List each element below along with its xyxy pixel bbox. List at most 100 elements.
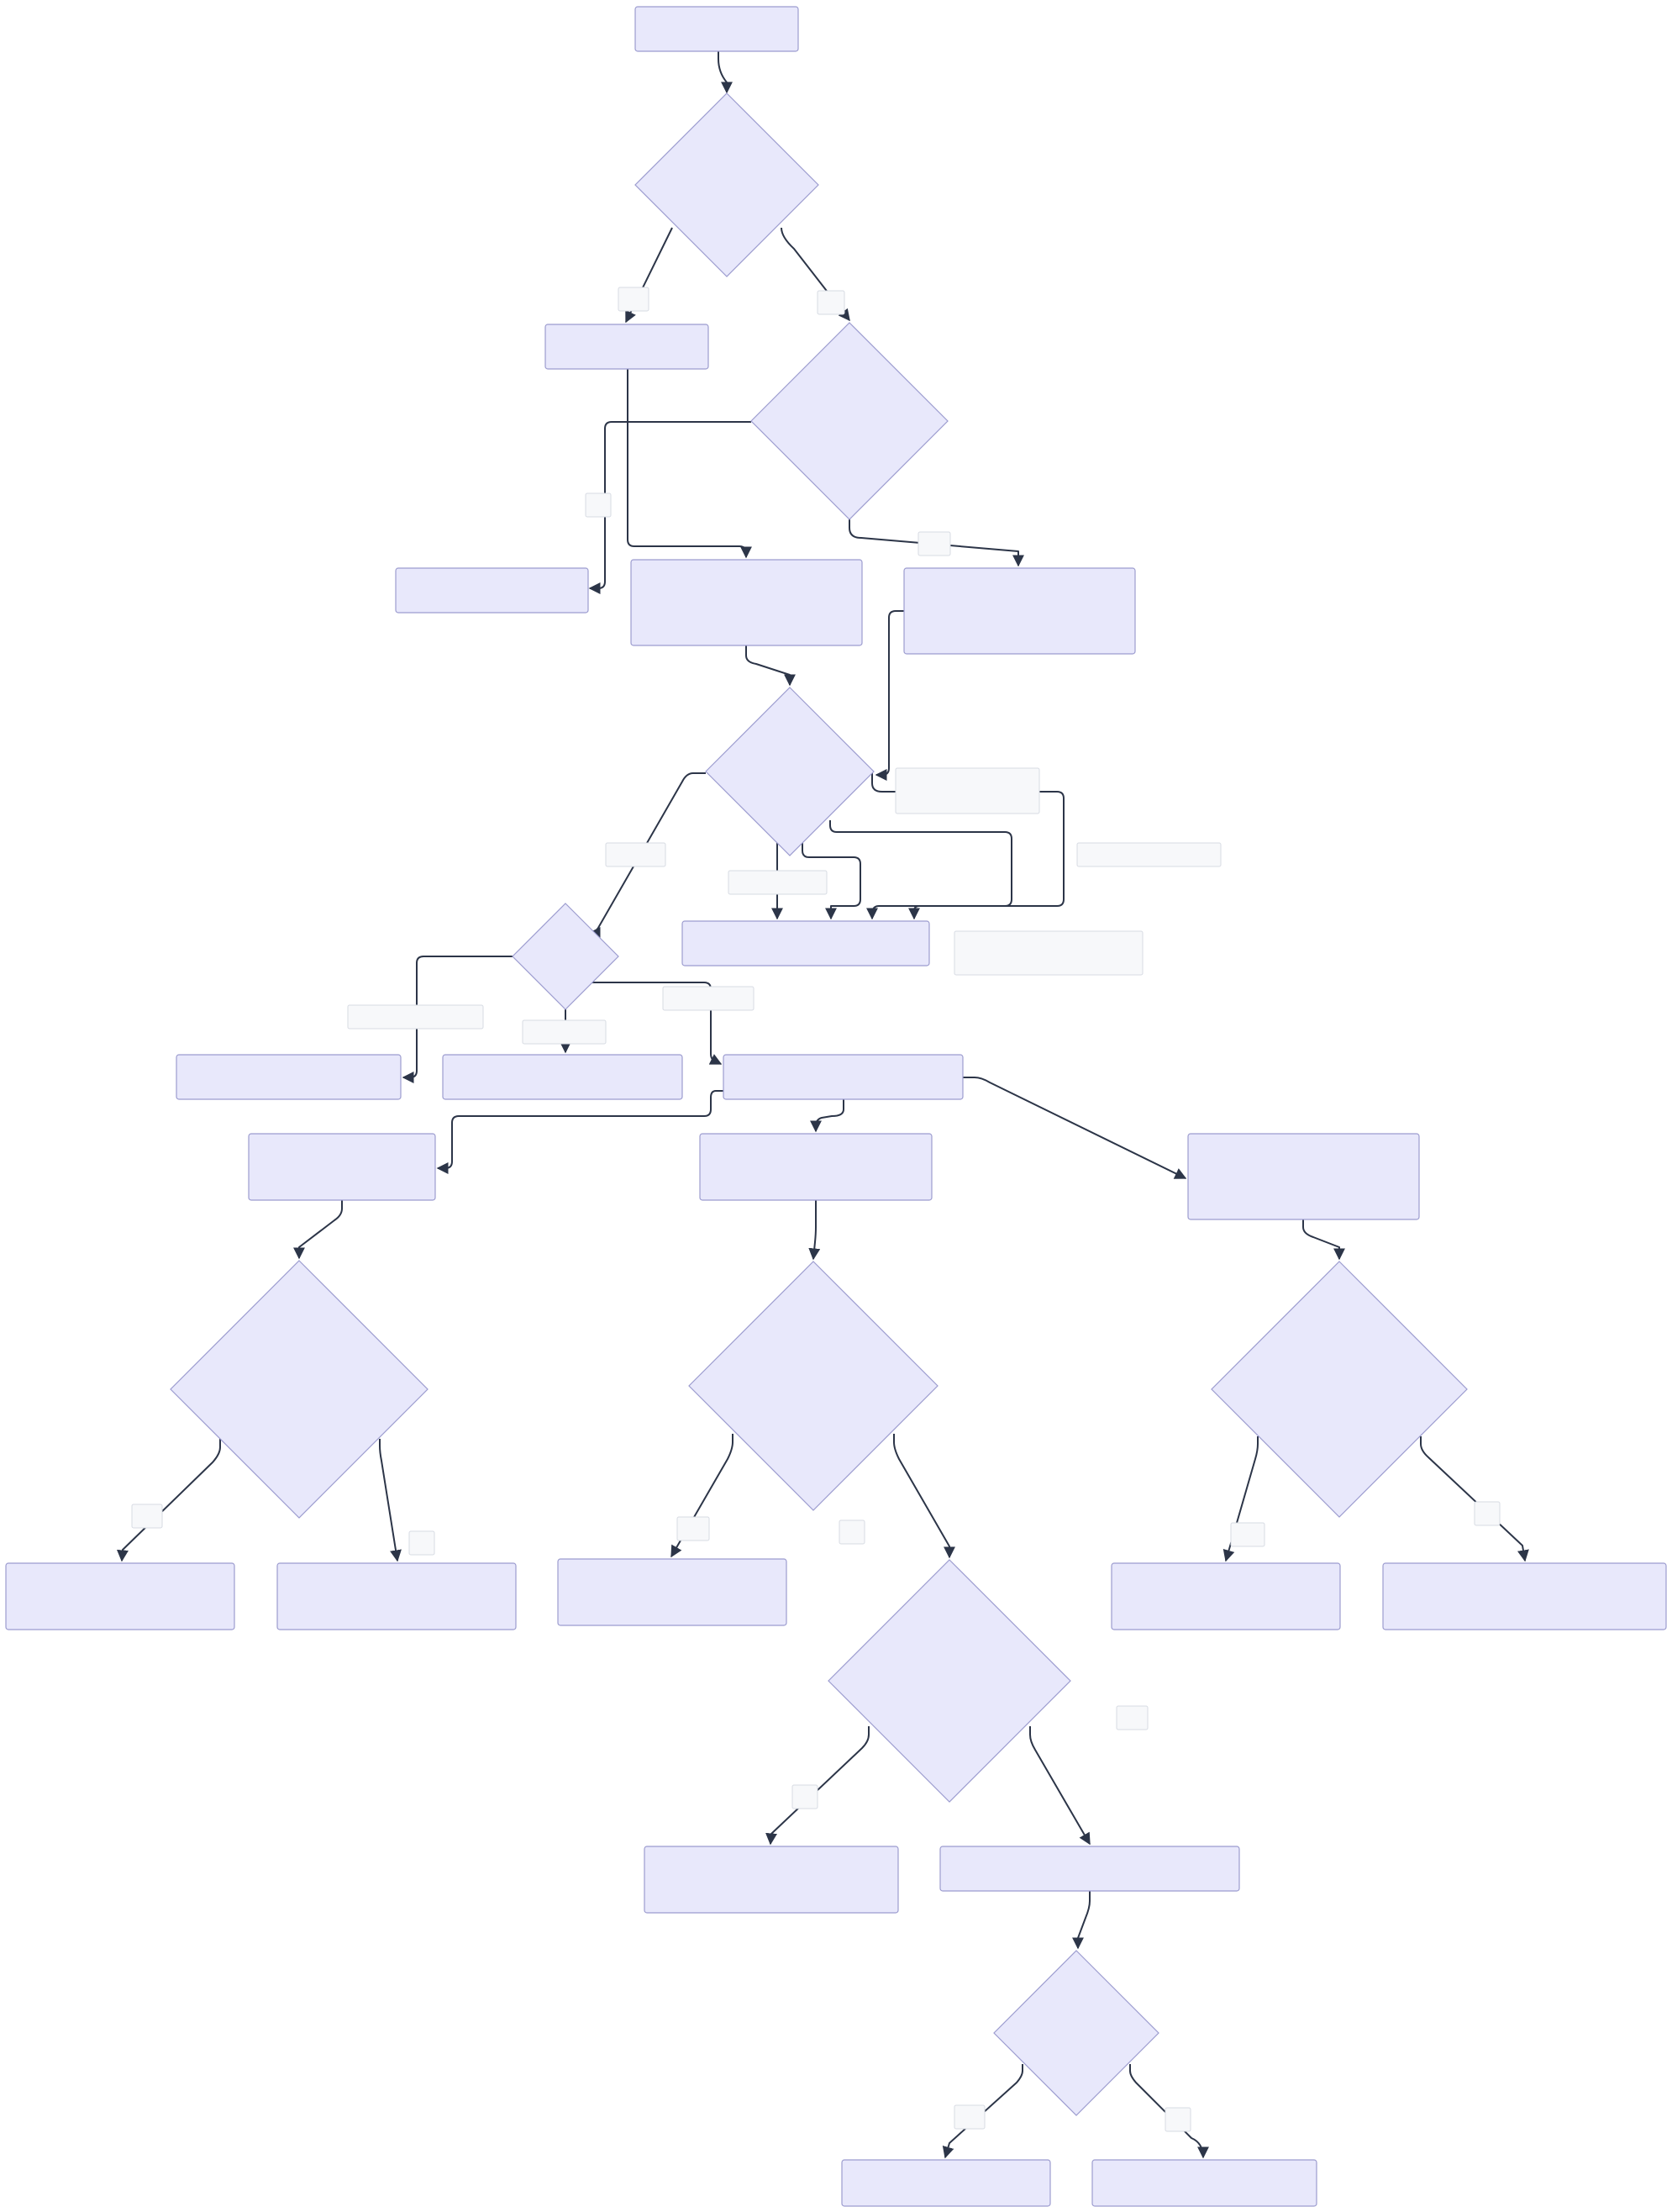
process-box: [544, 324, 709, 370]
edge-label-box: [1474, 1501, 1501, 1526]
process-box: [276, 1562, 517, 1630]
edge-label-box: [131, 1504, 163, 1529]
nodes-layer: [5, 6, 1667, 2207]
edge-d5-to-r_e2: [379, 1439, 402, 1562]
process-node-r_b1: [176, 1054, 402, 1100]
edge-d8-to-r_f2: [1029, 1726, 1091, 1846]
process-box: [903, 567, 1136, 655]
edge-label-box: [605, 842, 666, 867]
process-node-r_c3: [1187, 1133, 1420, 1220]
edge-label-box: [1076, 842, 1222, 867]
process-node-r_hub: [723, 1054, 964, 1100]
process-box: [1111, 1562, 1341, 1630]
decision-diamond: [688, 1261, 939, 1511]
process-node-r_g1: [841, 2159, 1051, 2207]
edge-label: [676, 1516, 710, 1541]
edge-label: [347, 1004, 484, 1030]
decision-node-d7: [1211, 1261, 1468, 1518]
decision-node-d5: [170, 1260, 429, 1519]
edge-r_hub-to-r_c1: [436, 1090, 723, 1174]
process-box: [939, 1846, 1240, 1892]
process-node-r_e5: [1382, 1562, 1667, 1630]
edge-d9-to-r_g1: [942, 2064, 1023, 2159]
decision-diamond: [993, 1950, 1159, 2116]
edge-label-box: [408, 1530, 435, 1556]
edge-label: [662, 986, 755, 1011]
edge-label: [1076, 842, 1222, 867]
edge-label-box: [791, 1784, 818, 1809]
edge-r_f2-to-d9: [1072, 1891, 1091, 1950]
edge-label-box: [954, 2104, 986, 2130]
decision-node-d2: [750, 322, 949, 520]
process-box: [176, 1054, 402, 1100]
edge-d6-to-r_e3: [670, 1434, 733, 1558]
edge-label: [954, 930, 1144, 976]
edge-label: [728, 870, 828, 895]
decision-diamond: [170, 1260, 429, 1519]
edge-d7-to-r_e5: [1420, 1436, 1529, 1562]
edge-label-box: [917, 531, 951, 556]
edge-label: [522, 1019, 607, 1045]
edge-label-box: [618, 287, 649, 312]
edge-label: [1230, 1522, 1265, 1547]
edge-label-box: [347, 1004, 484, 1030]
edge-d2-to-r_right: [849, 519, 1024, 567]
process-node-r_e1: [5, 1562, 235, 1630]
process-node-r_c1: [248, 1133, 436, 1201]
decision-diamond: [1211, 1261, 1468, 1518]
process-box: [1187, 1133, 1420, 1220]
edge-d3-to-r_target: [802, 843, 861, 920]
process-node-r_mid: [630, 559, 863, 646]
edge-label: [585, 492, 612, 518]
edge-d5-to-r_e1: [116, 1439, 221, 1562]
decision-diamond: [828, 1559, 1071, 1803]
decision-node-d4: [512, 903, 619, 1010]
edge-d6-to-d8: [893, 1434, 955, 1559]
process-node-a1: [544, 324, 709, 370]
edge-labels-layer: [131, 287, 1501, 2132]
decision-node-d1: [634, 92, 819, 277]
edge-label: [1165, 2107, 1191, 2132]
process-node-r_g2: [1091, 2159, 1317, 2207]
edge-label-box: [522, 1019, 607, 1045]
process-box: [248, 1133, 436, 1201]
edge-d1-to-d2: [781, 227, 850, 322]
process-node-r_b2: [442, 1054, 683, 1100]
edge-r_hub-to-r_c2: [810, 1099, 844, 1133]
process-box: [841, 2159, 1051, 2207]
process-box: [723, 1054, 964, 1100]
edge-label: [895, 767, 1040, 814]
process-node-r_e4: [1111, 1562, 1341, 1630]
process-box: [630, 559, 863, 646]
edge-d3-to-r_target: [871, 772, 1065, 920]
process-node-r_right: [903, 567, 1136, 655]
edge-label: [954, 2104, 986, 2130]
process-box: [5, 1562, 235, 1630]
process-node-r_f2: [939, 1846, 1240, 1892]
edge-label: [1116, 1705, 1149, 1730]
process-box: [1091, 2159, 1317, 2207]
edge-label-box: [954, 930, 1144, 976]
edge-r_right-to-d3: [875, 610, 904, 781]
process-box: [699, 1133, 933, 1201]
process-node-start: [634, 6, 799, 52]
decision-diamond: [750, 322, 949, 520]
edge-d4-to-r_hub: [592, 982, 723, 1065]
edge-label-box: [585, 492, 612, 518]
decision-diamond: [705, 687, 875, 856]
edge-label: [408, 1530, 435, 1556]
edge-label: [917, 531, 951, 556]
edge-label-box: [676, 1516, 710, 1541]
edge-label-box: [839, 1519, 865, 1545]
edge-d8-to-r_f1: [765, 1726, 870, 1846]
process-box: [681, 920, 930, 966]
process-node-r_e2: [276, 1562, 517, 1630]
edge-start-to-d1: [718, 51, 733, 94]
edge-label-box: [728, 870, 828, 895]
decision-diamond: [634, 92, 819, 277]
decision-node-d6: [688, 1261, 939, 1511]
edge-d9-to-r_g2: [1129, 2064, 1209, 2159]
edge-r_c3-to-d7: [1302, 1219, 1345, 1261]
edge-label: [131, 1504, 163, 1529]
edge-label-box: [895, 767, 1040, 814]
